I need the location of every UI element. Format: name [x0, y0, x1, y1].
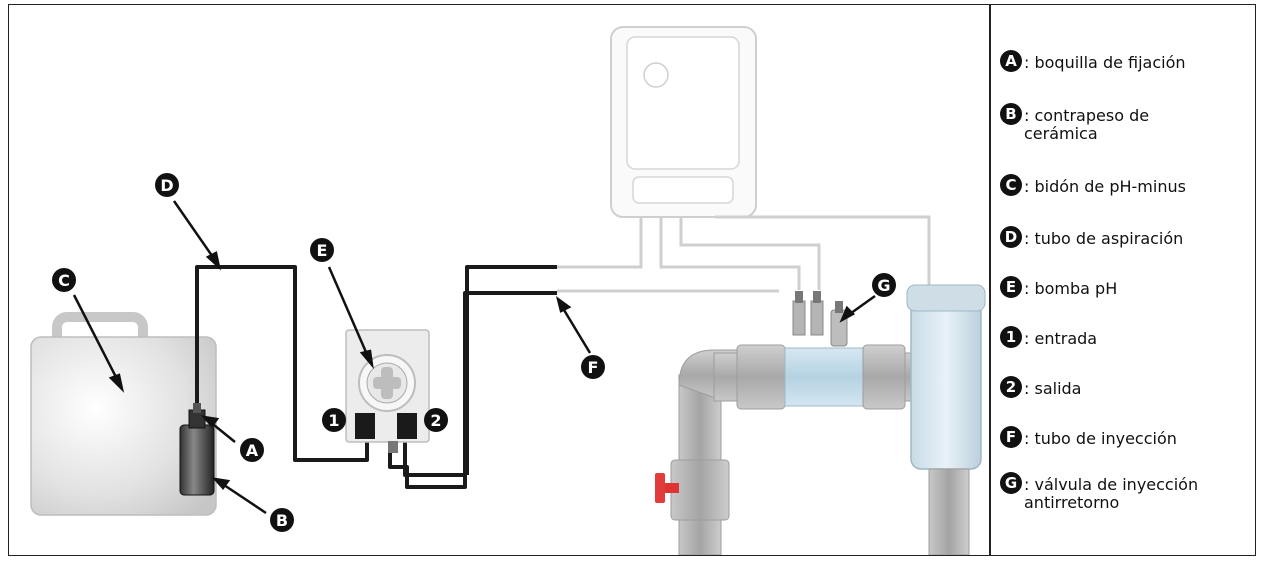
callout-a: A [240, 438, 264, 462]
installation-diagram: A B C D E F G 1 [30, 26, 986, 555]
legend-text-d: : tubo de aspiración [1024, 229, 1184, 248]
legend-badge-c: C [1000, 174, 1022, 196]
legend-text-e: : bomba pH [1024, 279, 1118, 298]
callout-c: C [52, 268, 76, 292]
legend-item-f: F : tubo de inyección [1000, 426, 1250, 448]
legend-badge-f: F [1000, 426, 1022, 448]
legend-badge-a: A [1000, 50, 1022, 72]
legend-text-c: : bidón de pH-minus [1024, 177, 1186, 196]
legend-item-2: 2 : salida [1000, 376, 1250, 398]
callout-2: 2 [424, 408, 448, 432]
dark-tubes [195, 265, 557, 489]
legend-item-g: G : válvula de inyección antirretorno [1000, 472, 1250, 512]
callout-g: G [872, 273, 896, 297]
legend-badge-e: E [1000, 276, 1022, 298]
legend-badge-b: B [1000, 103, 1022, 125]
callout-b: B [270, 508, 294, 532]
callout-e: E [310, 238, 334, 262]
legend-item-1: 1 : entrada [1000, 326, 1250, 348]
svg-text:D: D [160, 176, 173, 195]
svg-text:C: C [58, 271, 70, 290]
injection-valve [830, 301, 848, 347]
ph-pump [345, 329, 430, 453]
svg-text:F: F [588, 358, 599, 377]
legend-divider [989, 4, 991, 556]
ceramic-weight [179, 403, 215, 496]
legend-badge-2: 2 [1000, 376, 1022, 398]
legend-text-b: : contrapeso de cerámica [1024, 106, 1150, 143]
callout-f: F [581, 355, 605, 379]
pool-pipework [655, 284, 986, 555]
legend-item-b: B : contrapeso de cerámica [1000, 103, 1250, 143]
legend-item-a: A : boquilla de fijación [1000, 50, 1250, 72]
callout-arrows [72, 200, 876, 515]
controller-cables [557, 215, 931, 305]
legend-text-1: : entrada [1024, 329, 1098, 348]
svg-text:2: 2 [430, 411, 441, 430]
svg-text:E: E [317, 241, 328, 260]
legend-badge-d: D [1000, 226, 1022, 248]
control-unit [610, 26, 757, 218]
legend-text-f: : tubo de inyección [1024, 429, 1177, 448]
callout-1: 1 [322, 408, 346, 432]
legend-badge-g: G [1000, 472, 1022, 494]
svg-text:B: B [276, 511, 288, 530]
svg-text:1: 1 [328, 411, 339, 430]
legend-item-d: D : tubo de aspiración [1000, 226, 1250, 248]
legend-text-g: : válvula de inyección antirretorno [1024, 475, 1199, 512]
svg-text:G: G [877, 276, 890, 295]
legend-text-a: : boquilla de fijación [1024, 53, 1186, 72]
legend-text-2: : salida [1024, 379, 1082, 398]
svg-text:A: A [246, 441, 259, 460]
callout-d: D [155, 173, 179, 197]
legend-badge-1: 1 [1000, 326, 1022, 348]
legend-item-e: E : bomba pH [1000, 276, 1250, 298]
legend-item-c: C : bidón de pH-minus [1000, 174, 1250, 196]
callout-badges: A B C D E F G 1 [52, 173, 896, 532]
